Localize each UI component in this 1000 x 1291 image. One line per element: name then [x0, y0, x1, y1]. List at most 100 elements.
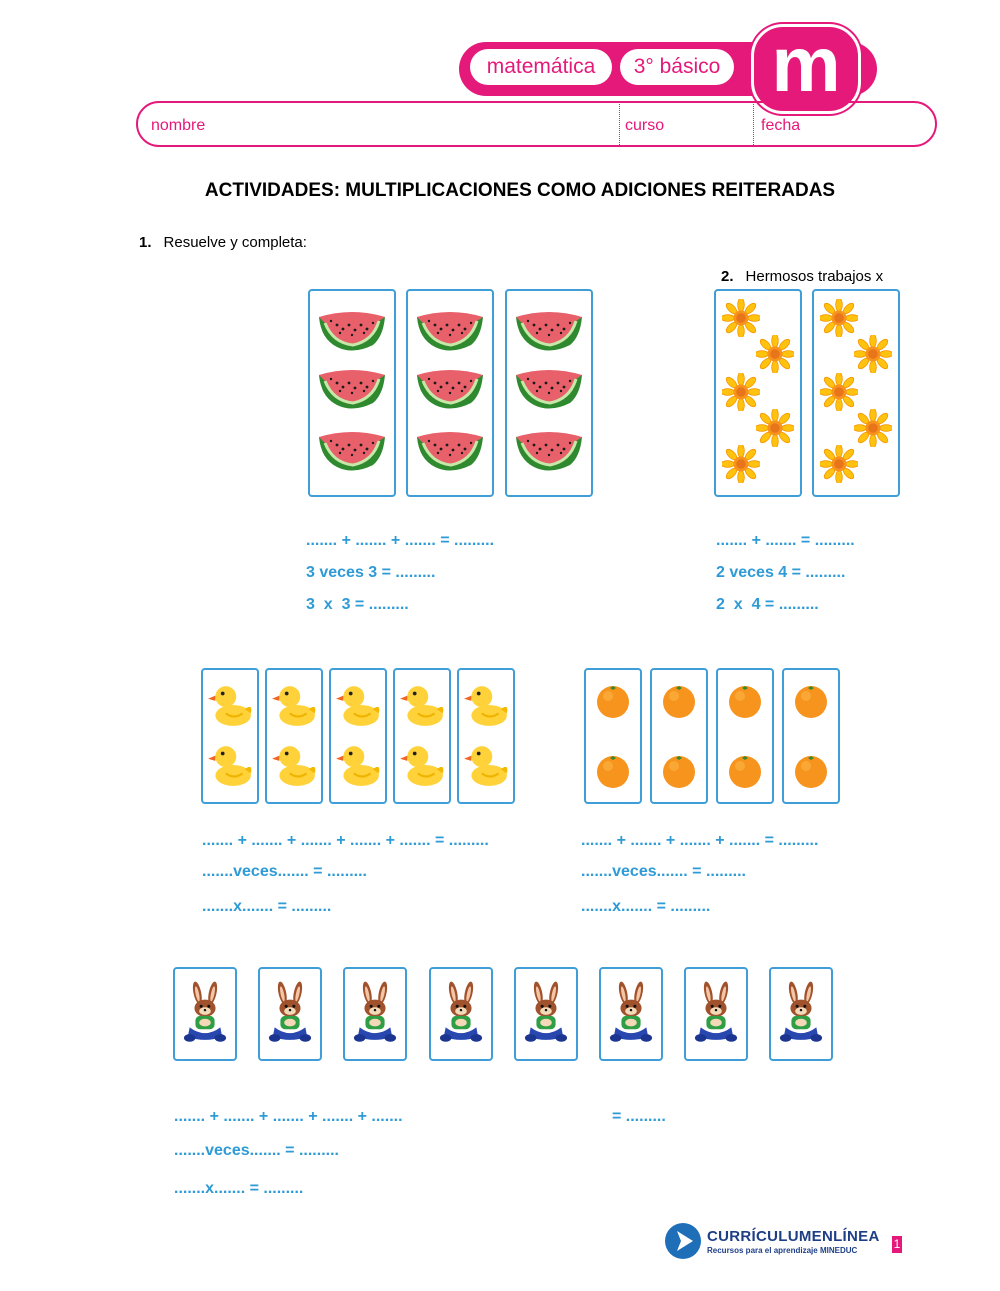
sunflower-icon	[854, 409, 892, 447]
group-card	[584, 668, 642, 804]
sunflower-icon	[722, 299, 760, 337]
watermelon-icon	[514, 311, 584, 355]
bunny-icon	[523, 981, 569, 1045]
group-card	[329, 668, 387, 804]
answer-line[interactable]: ....... + ....... + ....... + ....... = …	[581, 832, 819, 849]
group-card	[429, 967, 493, 1061]
answer-line[interactable]: .......veces....... = .........	[581, 863, 746, 880]
group-card	[258, 967, 322, 1061]
group-card	[457, 668, 515, 804]
footer-tagline: Recursos para el aprendizaje MINEDUC	[707, 1246, 858, 1255]
course-label: curso	[625, 117, 665, 134]
group-card	[599, 967, 663, 1061]
watermelon-icon	[415, 431, 485, 475]
answer-line[interactable]: .......x....... = .........	[581, 898, 711, 915]
orange-icon	[727, 754, 763, 790]
orange-icon	[727, 684, 763, 720]
duck-icon	[463, 682, 509, 728]
duck-icon	[271, 682, 317, 728]
duck-icon	[271, 742, 317, 788]
sunflower-icon	[722, 373, 760, 411]
bunny-icon	[693, 981, 739, 1045]
question-number: 2.	[721, 268, 734, 285]
group-card	[173, 967, 237, 1061]
watermelon-icon	[415, 369, 485, 413]
group-card	[782, 668, 840, 804]
answer-result[interactable]: = .........	[612, 1108, 666, 1125]
watermelon-icon	[317, 431, 387, 475]
watermelon-icon	[317, 369, 387, 413]
group-card	[684, 967, 748, 1061]
bunny-icon	[438, 981, 484, 1045]
duck-icon	[463, 742, 509, 788]
date-label: fecha	[761, 117, 801, 134]
answer-line[interactable]: ....... + ....... + ....... + ....... + …	[202, 832, 489, 849]
orange-icon	[793, 754, 829, 790]
answer-line[interactable]: ....... + ....... + ....... + ....... + …	[174, 1108, 403, 1125]
page-title: ACTIVIDADES: MULTIPLICACIONES COMO ADICI…	[204, 180, 836, 201]
name-label: nombre	[151, 117, 206, 134]
orange-icon	[661, 754, 697, 790]
group-card	[406, 289, 494, 497]
group-card	[514, 967, 578, 1061]
duck-icon	[399, 682, 445, 728]
duck-icon	[399, 742, 445, 788]
answer-line[interactable]: 3 veces 3 = .........	[306, 564, 436, 581]
orange-icon	[595, 754, 631, 790]
instruction-1: 1. Resuelve y completa:	[139, 234, 307, 251]
instruction-2: 2. Hermosos trabajos x	[721, 268, 883, 285]
bunny-icon	[352, 981, 398, 1045]
duck-icon	[207, 742, 253, 788]
grade-label: 3° básico	[620, 49, 734, 85]
sunflower-icon	[820, 373, 858, 411]
bunny-icon	[778, 981, 824, 1045]
group-card	[265, 668, 323, 804]
orange-icon	[595, 684, 631, 720]
question-number: 1.	[139, 234, 152, 251]
answer-line[interactable]: 3 x 3 = .........	[306, 596, 409, 613]
group-card	[393, 668, 451, 804]
group-card	[650, 668, 708, 804]
orange-icon	[661, 684, 697, 720]
subject-label: matemática	[470, 49, 612, 85]
group-card	[769, 967, 833, 1061]
answer-line[interactable]: .......veces....... = .........	[202, 863, 367, 880]
watermelon-icon	[514, 431, 584, 475]
sunflower-icon	[756, 409, 794, 447]
answer-line[interactable]: ....... + ....... + ....... = .........	[306, 532, 495, 549]
curriculum-logo-icon	[665, 1223, 701, 1259]
divider	[619, 102, 620, 147]
group-card	[714, 289, 802, 497]
watermelon-icon	[317, 311, 387, 355]
answer-line[interactable]: .......veces....... = .........	[174, 1142, 339, 1159]
answer-line[interactable]: ....... + ....... = .........	[716, 532, 855, 549]
question-text: Hermosos trabajos x	[745, 268, 884, 285]
group-card	[812, 289, 900, 497]
duck-icon	[335, 742, 381, 788]
answer-line[interactable]: 2 veces 4 = .........	[716, 564, 846, 581]
sunflower-icon	[820, 445, 858, 483]
sunflower-icon	[854, 335, 892, 373]
student-info-bar	[136, 101, 937, 147]
subject-badge: m	[751, 24, 861, 114]
answer-line[interactable]: .......x....... = .........	[202, 898, 332, 915]
group-card	[308, 289, 396, 497]
sunflower-icon	[820, 299, 858, 337]
duck-icon	[335, 682, 381, 728]
group-card	[505, 289, 593, 497]
answer-line[interactable]: .......x....... = .........	[174, 1180, 304, 1197]
divider	[753, 102, 754, 147]
bunny-icon	[267, 981, 313, 1045]
duck-icon	[207, 682, 253, 728]
answer-line[interactable]: 2 x 4 = .........	[716, 596, 819, 613]
bunny-icon	[608, 981, 654, 1045]
sunflower-icon	[756, 335, 794, 373]
group-card	[201, 668, 259, 804]
watermelon-icon	[415, 311, 485, 355]
question-text: Resuelve y completa:	[163, 234, 307, 251]
sunflower-icon	[722, 445, 760, 483]
footer-brand: CURRÍCULUMENLÍNEA	[707, 1228, 880, 1245]
bunny-icon	[182, 981, 228, 1045]
orange-icon	[793, 684, 829, 720]
page-number: 1	[892, 1236, 902, 1253]
